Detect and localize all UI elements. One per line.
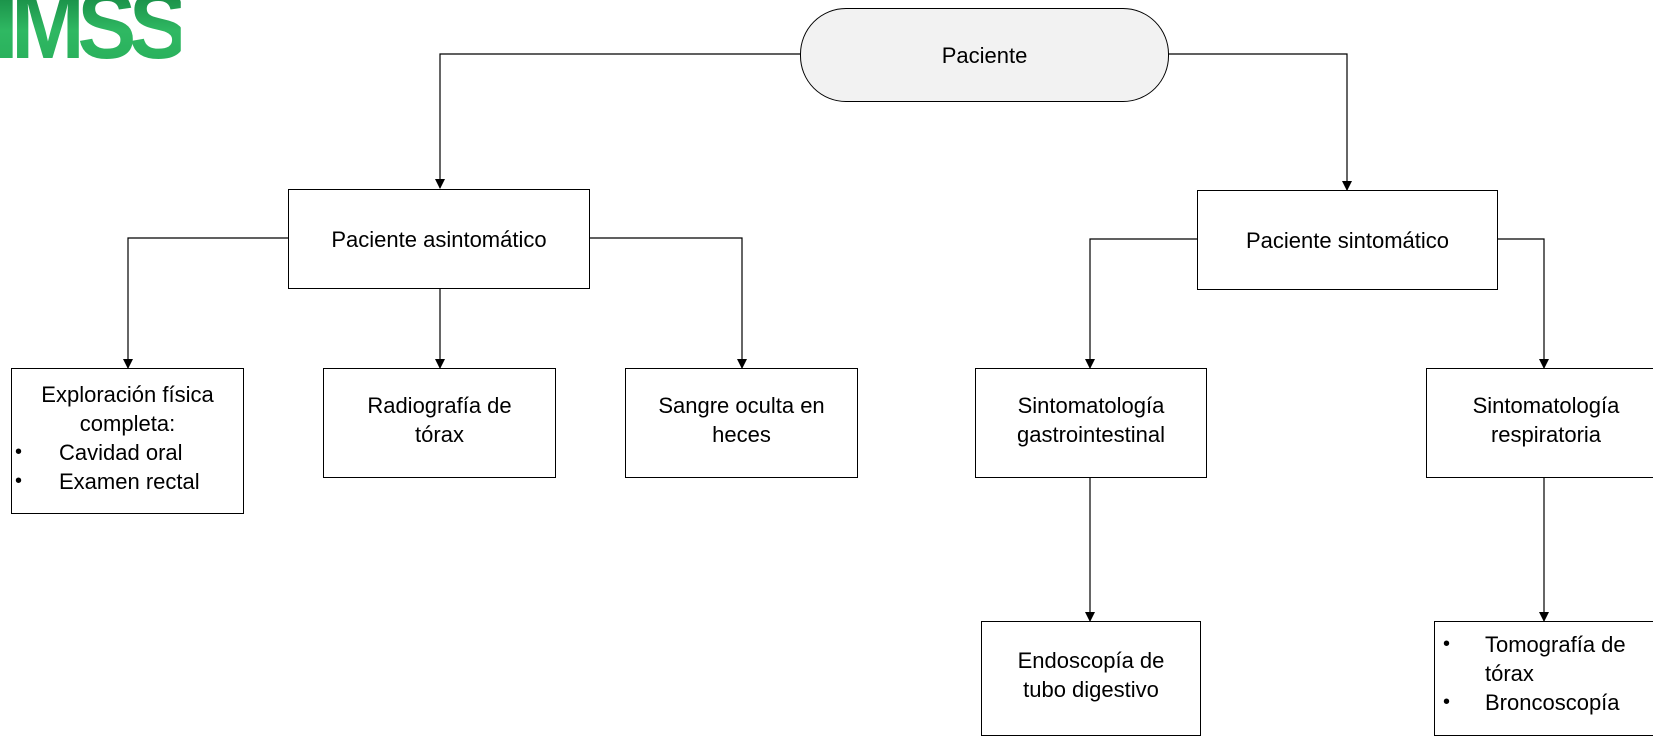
endoscopy-line2: tubo digestivo [1023, 677, 1159, 702]
endoscopy-line1: Endoscopía de [1017, 648, 1165, 673]
chest-xray-line2: tórax [415, 422, 464, 447]
symptomatic-patient-node: Paciente sintomático [1197, 190, 1498, 290]
physical-exam-title-line1: Exploración física [41, 382, 214, 407]
connector-root-to-symptomatic [1168, 53, 1352, 191]
asymptomatic-patient-label: Paciente asintomático [331, 226, 547, 252]
endoscopy-node: Endoscopía de tubo digestivo [981, 621, 1201, 736]
connector-asymptomatic-to-occult-blood [590, 237, 747, 369]
root-node-paciente: Paciente [800, 8, 1169, 102]
list-item: • Examen rectal [12, 467, 243, 496]
gi-symptoms-line2: gastrointestinal [1017, 422, 1165, 447]
physical-exam-list: • Cavidad oral • Examen rectal [12, 438, 243, 496]
occult-blood-line1: Sangre oculta en [658, 393, 825, 418]
resp-tests-item2: Broncoscopía [1485, 690, 1620, 715]
connector-symptomatic-to-gi [1085, 238, 1197, 369]
chest-xray-line1: Radiografía de [367, 393, 512, 418]
connector-root-to-asymptomatic [435, 53, 800, 189]
connector-asymptomatic-to-physical-exam [123, 237, 288, 369]
bullet-icon: • [15, 470, 23, 492]
resp-tests-node: • Tomografía de tórax • Broncoscopía [1434, 621, 1653, 736]
gi-symptoms-node: Sintomatología gastrointestinal [975, 368, 1207, 478]
list-item: • Cavidad oral [12, 438, 243, 467]
symptomatic-patient-label: Paciente sintomático [1246, 227, 1449, 253]
asymptomatic-patient-node: Paciente asintomático [288, 189, 590, 289]
resp-symptoms-line1: Sintomatología [1472, 393, 1620, 418]
gi-symptoms-line1: Sintomatología [1017, 393, 1165, 418]
resp-tests-item1-line2: tórax [1485, 661, 1534, 686]
physical-exam-node: Exploración física completa: • Cavidad or… [11, 368, 244, 514]
bullet-icon: • [15, 441, 23, 463]
bullet-icon: • [1443, 633, 1451, 655]
occult-blood-node: Sangre oculta en heces [625, 368, 858, 478]
resp-symptoms-node: Sintomatología respiratoria [1426, 368, 1653, 478]
physical-exam-item: Cavidad oral [59, 440, 183, 465]
resp-tests-list: • Tomografía de tórax • Broncoscopía [1435, 630, 1653, 717]
resp-symptoms-line2: respiratoria [1490, 422, 1602, 447]
list-item: • Broncoscopía [1435, 688, 1653, 717]
imss-logo: IMSS [0, 0, 188, 74]
physical-exam-item: Examen rectal [59, 469, 200, 494]
list-item: • Tomografía de tórax [1435, 630, 1653, 688]
resp-tests-item1-line1: Tomografía de [1485, 632, 1626, 657]
connector-symptomatic-to-resp [1497, 238, 1549, 369]
physical-exam-title-line2: completa: [79, 411, 176, 436]
occult-blood-line2: heces [712, 422, 771, 447]
root-node-label: Paciente [941, 42, 1028, 68]
bullet-icon: • [1443, 691, 1451, 713]
chest-xray-node: Radiografía de tórax [323, 368, 556, 478]
